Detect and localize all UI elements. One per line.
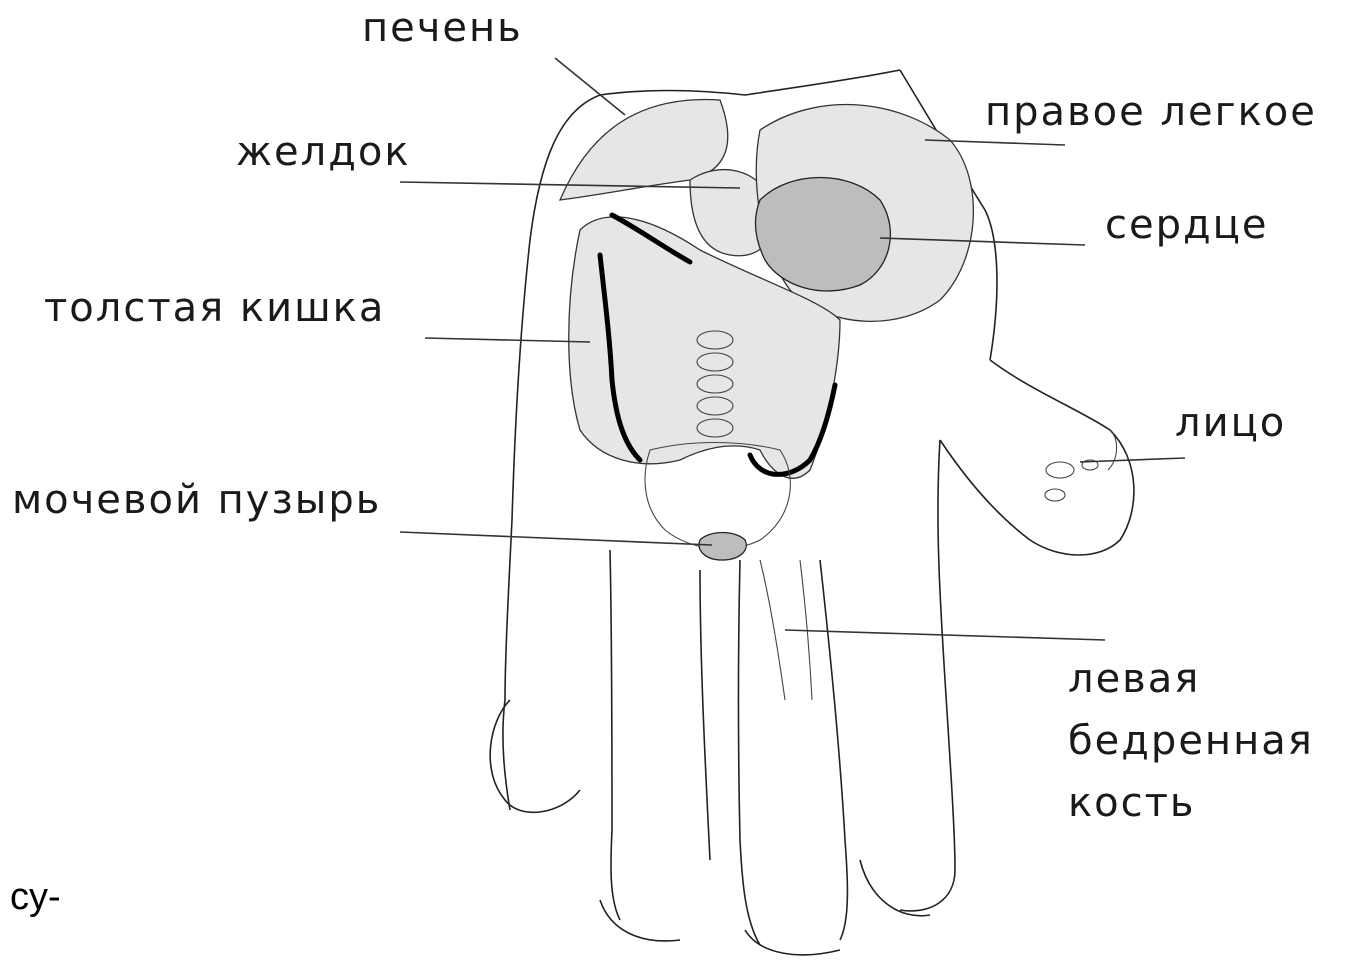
- label-stomach: желдок: [236, 132, 411, 172]
- face-sketch: [1045, 430, 1117, 501]
- label-left-femur-line2: бедренная: [1068, 710, 1368, 772]
- caption-fragment: су-: [10, 876, 61, 919]
- label-large-intestine: толстая кишка: [44, 288, 385, 328]
- label-left-femur-line3: кость: [1068, 772, 1368, 834]
- label-heart: сердце: [1105, 205, 1268, 245]
- label-right-lung: правое легкое: [985, 92, 1317, 132]
- heart-shape: [755, 178, 890, 291]
- label-left-femur-line1: левая: [1068, 648, 1368, 710]
- label-bladder: мочевой пузырь: [12, 480, 381, 520]
- bladder-shape: [699, 533, 746, 561]
- label-left-femur: левая бедренная кость: [1068, 648, 1368, 834]
- label-face: лицо: [1175, 403, 1286, 443]
- label-liver: печень: [362, 8, 523, 48]
